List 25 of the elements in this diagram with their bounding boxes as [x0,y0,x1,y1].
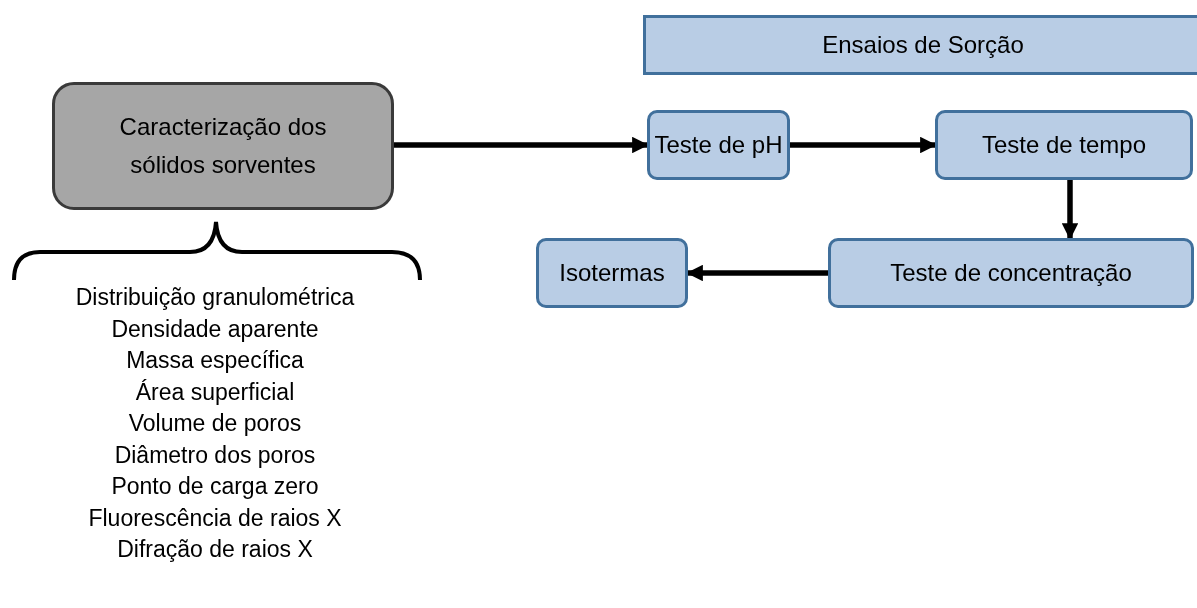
list-item: Diâmetro dos poros [114,441,316,469]
process-box [647,110,790,180]
list-item: Massa específica [126,347,304,374]
list-item: Área superficial [135,378,295,406]
node-label: Caracterização dos sólidos sorventes [118,111,328,180]
list-item: Difração de raios X [117,536,313,563]
node-label: Isotermas [559,257,665,288]
arrow [394,136,649,154]
process-box [52,82,394,210]
list-item: Fluorescência de raios X [88,504,342,532]
node-label: Teste de tempo [981,129,1147,160]
list-item: Ponto de carga zero [111,473,319,500]
arrow [1061,180,1079,240]
node-label: Teste de concentração [890,257,1132,288]
arrow [790,136,937,154]
node-label: Teste de pH [654,129,783,160]
arrow [686,264,828,282]
process-box [828,238,1194,308]
process-box [935,110,1193,180]
node-label: Ensaios de Sorção [822,29,1024,60]
list-item: Volume de poros [128,410,302,437]
list-item: Distribuição granulométrica [75,284,355,311]
process-box [536,238,688,308]
list-item: Densidade aparente [111,315,319,343]
process-box [643,15,1197,75]
